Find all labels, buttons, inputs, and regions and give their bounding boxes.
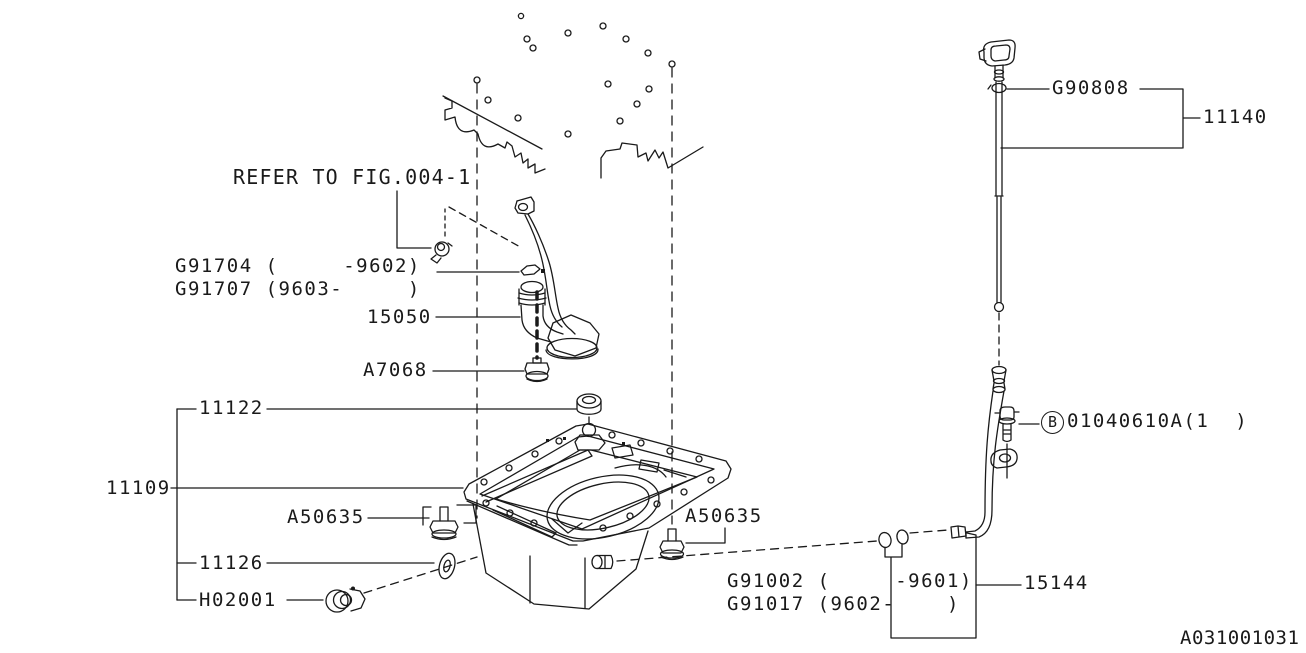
- refer-note: REFER TO FIG.004-1: [233, 165, 472, 189]
- tube-clip: [990, 443, 1018, 479]
- pan-flange-bolt-holes: [480, 431, 715, 532]
- label-11109: 11109: [106, 477, 171, 499]
- label-g91017: G91017 (9602- ): [727, 593, 960, 615]
- label-g91707: G91707 (9603- ): [175, 278, 421, 300]
- bolt-a50635-left: [367, 504, 477, 541]
- drain-plug-h02001: [325, 556, 478, 613]
- bracket-15144: [884, 532, 1022, 639]
- grommet-11122: [266, 393, 602, 425]
- label-11122: 11122: [199, 397, 264, 419]
- label-h02001: H02001: [199, 589, 277, 611]
- label-g90808: G90808: [1052, 77, 1130, 99]
- dipstick-11140: [978, 39, 1016, 366]
- oil-pan-11109: [463, 422, 732, 610]
- label-15050: 15050: [367, 306, 432, 328]
- gasket-g91704: [436, 264, 545, 276]
- leader-pan-to-tube: [616, 529, 949, 562]
- dipstick-clip-ring: [991, 82, 1007, 94]
- bolt-b-01040610: [994, 406, 1040, 443]
- label-a7068: A7068: [363, 359, 428, 381]
- label-a50635-right: A50635: [685, 505, 763, 527]
- bolt-hole-dots: [484, 12, 653, 138]
- refer-note-bolt: [396, 190, 523, 264]
- engine-block-outline: [442, 12, 704, 179]
- label-g91704: G91704 ( -9602): [175, 255, 421, 277]
- alignment-dashed-lines: [473, 60, 676, 525]
- circled-b-marker: B: [1041, 411, 1064, 434]
- pan-drain-hole: [591, 554, 614, 570]
- label-11140: 11140: [1203, 106, 1268, 128]
- label-15144: 15144: [1024, 572, 1089, 594]
- bracket-g90808-11140: [1000, 88, 1201, 149]
- figure-code: A031001031: [1180, 627, 1300, 649]
- oring-11126: [438, 552, 456, 580]
- label-11126: 11126: [199, 552, 264, 574]
- orings-g91002-g91017: [878, 529, 909, 549]
- label-a50635-left: A50635: [287, 506, 365, 528]
- label-01040610a: 01040610A(1 ): [1067, 410, 1249, 432]
- oil-strainer-15050: [435, 196, 600, 360]
- label-g91002: G91002 ( -9601): [727, 570, 973, 592]
- bolt-a7068: [432, 290, 550, 383]
- label-bracket-left: [170, 408, 464, 601]
